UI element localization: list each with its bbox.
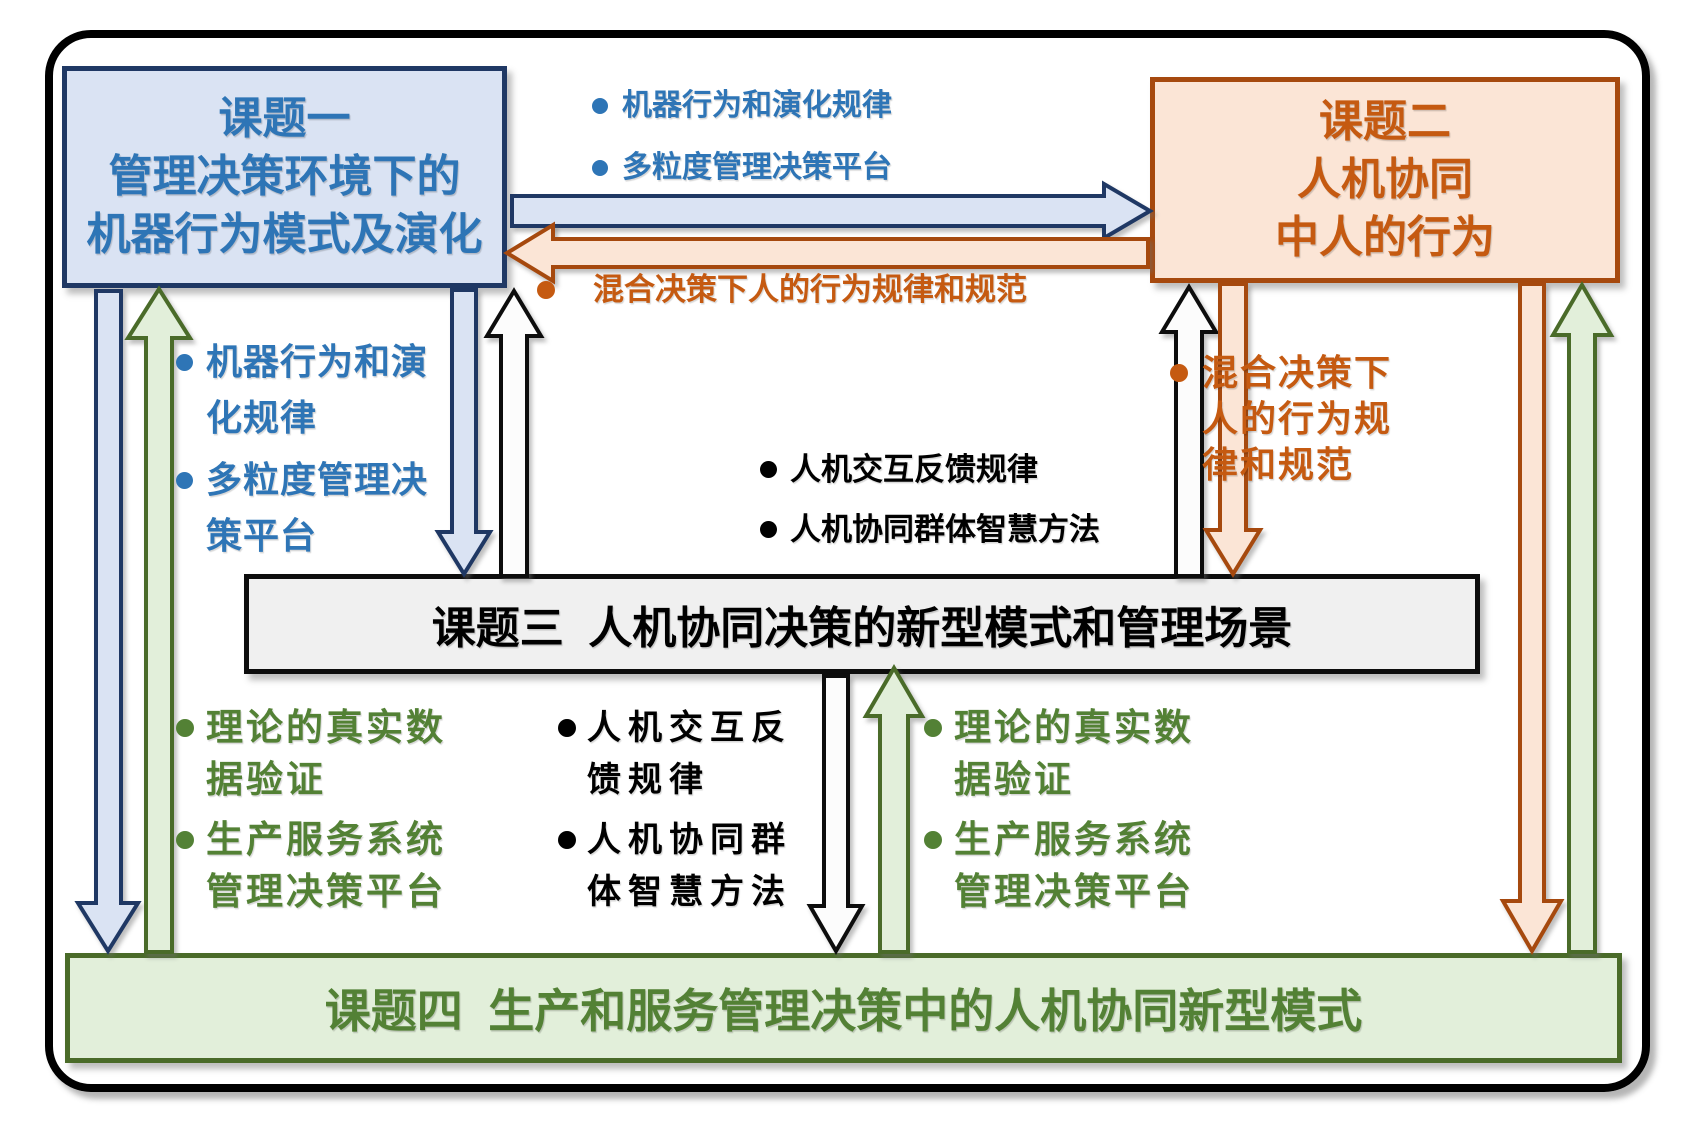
bullet-text: 机器行为和演化规律 bbox=[622, 89, 892, 122]
topic2-title-line: 课题二 bbox=[1319, 97, 1451, 146]
label-group-top-blue: 机器行为和演化规律 多粒度管理决策平台 bbox=[592, 86, 892, 210]
topic1-box: 课题一 管理决策环境下的 机器行为模式及演化 bbox=[62, 66, 507, 288]
bullet-icon bbox=[537, 281, 555, 299]
label-group-top-orange: 混合决策下人的行为规律和规范 bbox=[537, 270, 1027, 310]
label-group-right-green: 理论的真实数据验证 生产服务系统管理决策平台 bbox=[924, 702, 1202, 926]
topic4-box: 课题四 生产和服务管理决策中的人机协同新型模式 bbox=[65, 953, 1622, 1063]
bullet-item: 机器行为和演化规律 bbox=[176, 334, 438, 446]
bullet-icon bbox=[760, 521, 777, 538]
bullet-text: 多粒度管理决策平台 bbox=[206, 459, 429, 556]
bullet-item: 人机交互反馈规律 bbox=[760, 450, 1100, 490]
topic3-title: 课题三 人机协同决策的新型模式和管理场景 bbox=[431, 604, 1293, 653]
bullet-item: 多粒度管理决策平台 bbox=[176, 452, 438, 564]
topic1-title-line: 机器行为模式及演化 bbox=[86, 210, 483, 259]
bullet-icon bbox=[558, 719, 576, 737]
bullet-item: 人机协同群体智慧方法 bbox=[558, 814, 801, 918]
bullet-item: 生产服务系统管理决策平台 bbox=[924, 814, 1202, 918]
topic3-box: 课题三 人机协同决策的新型模式和管理场景 bbox=[244, 574, 1480, 674]
topic2-title-line: 人机协同 bbox=[1297, 155, 1473, 204]
bullet-icon bbox=[760, 461, 777, 478]
bullet-icon bbox=[176, 831, 194, 849]
bullet-item: 多粒度管理决策平台 bbox=[592, 148, 892, 188]
bullet-text: 理论的真实数据验证 bbox=[206, 707, 446, 800]
bullet-icon bbox=[176, 472, 193, 489]
bullet-text: 机器行为和演化规律 bbox=[206, 341, 429, 438]
bullet-item: 人机交互反馈规律 bbox=[558, 702, 801, 806]
bullet-item: 机器行为和演化规律 bbox=[592, 86, 892, 126]
bullet-item: 理论的真实数据验证 bbox=[176, 702, 454, 806]
bullet-icon bbox=[558, 831, 576, 849]
bullet-icon bbox=[1170, 364, 1188, 382]
bullet-text: 混合决策下人的行为规律和规范 bbox=[593, 272, 1027, 307]
topic1-title-line: 课题一 bbox=[218, 94, 351, 143]
label-group-left-blue: 机器行为和演化规律 多粒度管理决策平台 bbox=[176, 334, 438, 570]
bullet-text: 人机交互反馈规律 bbox=[587, 709, 792, 799]
bullet-text: 人机协同群体智慧方法 bbox=[587, 821, 792, 911]
topic2-title-line: 中人的行为 bbox=[1275, 213, 1495, 262]
bullet-text: 理论的真实数据验证 bbox=[954, 707, 1194, 800]
bullet-text: 多粒度管理决策平台 bbox=[622, 151, 892, 184]
bullet-icon bbox=[592, 98, 608, 114]
label-group-left-green: 理论的真实数据验证 生产服务系统管理决策平台 bbox=[176, 702, 454, 926]
bullet-icon bbox=[924, 719, 942, 737]
outer-rounded-frame bbox=[45, 30, 1650, 1092]
bullet-icon bbox=[924, 831, 942, 849]
bullet-item: 混合决策下人的行为规律和规范 bbox=[1170, 350, 1402, 488]
bullet-item: 混合决策下人的行为规律和规范 bbox=[537, 270, 1027, 310]
bullet-text: 人机交互反馈规律 bbox=[790, 452, 1038, 487]
label-group-center-lower: 人机交互反馈规律 人机协同群体智慧方法 bbox=[558, 702, 801, 926]
bullet-text: 生产服务系统管理决策平台 bbox=[206, 819, 446, 912]
topic1-title-line: 管理决策环境下的 bbox=[108, 152, 461, 201]
label-group-center-upper: 人机交互反馈规律 人机协同群体智慧方法 bbox=[760, 450, 1100, 570]
bullet-item: 人机协同群体智慧方法 bbox=[760, 510, 1100, 550]
topic4-title: 课题四 生产和服务管理决策中的人机协同新型模式 bbox=[324, 985, 1363, 1037]
bullet-item: 理论的真实数据验证 bbox=[924, 702, 1202, 806]
bullet-icon bbox=[176, 354, 193, 371]
bullet-text: 人机协同群体智慧方法 bbox=[790, 512, 1100, 547]
bullet-text: 混合决策下人的行为规律和规范 bbox=[1202, 352, 1393, 485]
bullet-icon bbox=[592, 160, 608, 176]
bullet-text: 生产服务系统管理决策平台 bbox=[954, 819, 1194, 912]
bullet-icon bbox=[176, 719, 194, 737]
topic2-box: 课题二 人机协同 中人的行为 bbox=[1150, 77, 1620, 283]
bullet-item: 生产服务系统管理决策平台 bbox=[176, 814, 454, 918]
label-group-right-orange: 混合决策下人的行为规律和规范 bbox=[1170, 350, 1402, 488]
